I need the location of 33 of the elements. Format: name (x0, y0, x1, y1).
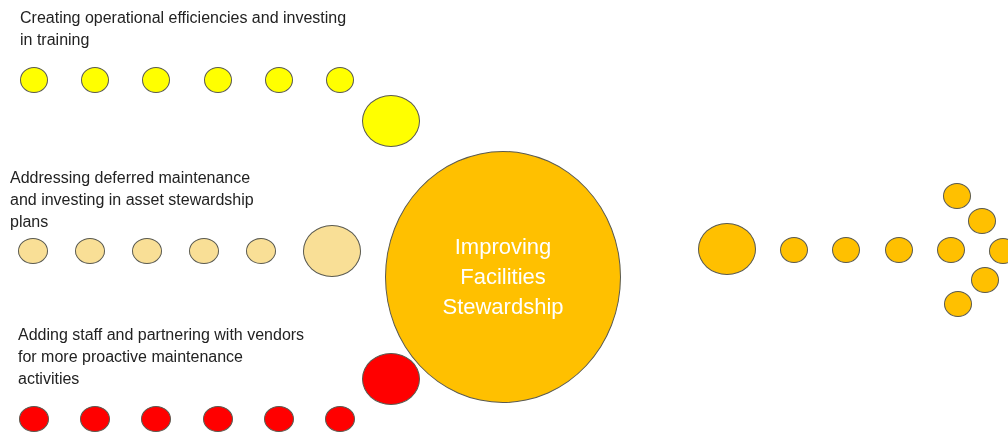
circle-dot (968, 208, 996, 234)
circle-dot (944, 291, 972, 317)
circle-dot (885, 237, 913, 263)
circle-dot (326, 67, 354, 93)
circle-dot (246, 238, 276, 264)
circle-dot (265, 67, 293, 93)
circle-dot (971, 267, 999, 293)
circle-dot (81, 67, 109, 93)
circle-dot (698, 223, 756, 275)
circle-dot (943, 183, 971, 209)
circle-dot (142, 67, 170, 93)
row-caption: Adding staff and partnering with vendors for more proactive maintenance activities (18, 325, 306, 389)
circle-dot (80, 406, 110, 432)
circle-dot (937, 237, 965, 263)
circle-dot (362, 95, 420, 147)
row-caption: Creating operational efficiencies and investing in training (20, 8, 348, 50)
circle-dot (75, 238, 105, 264)
circle-dot (189, 238, 219, 264)
circle-dot (264, 406, 294, 432)
circle-dot (362, 353, 420, 405)
circle-dot (780, 237, 808, 263)
circle-dot (20, 67, 48, 93)
row-caption: Addressing deferred maintenance and investing in asset stewardship plans (10, 168, 255, 232)
circle-dot (325, 406, 355, 432)
circle-dot (18, 238, 48, 264)
circle-dot (19, 406, 49, 432)
circle-dot (132, 238, 162, 264)
circle-dot (203, 406, 233, 432)
circle-dot (832, 237, 860, 263)
circle-dot (303, 225, 361, 277)
circle-dot (141, 406, 171, 432)
hub-label: Improving Facilities Stewardship (441, 233, 565, 321)
circle-dot (204, 67, 232, 93)
